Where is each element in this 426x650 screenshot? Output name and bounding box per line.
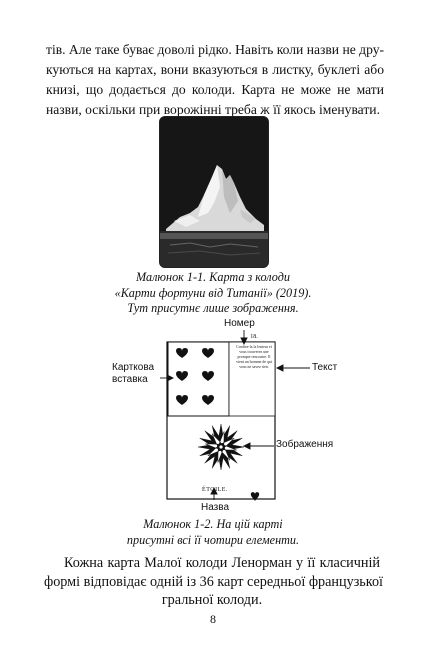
heart-icon [202, 395, 214, 405]
heart-pips [250, 492, 260, 502]
page-number: 8 [210, 612, 216, 626]
caption-line: присутні всі її чотири елементи. [126, 532, 300, 547]
label-image: Зображення [276, 439, 334, 450]
star-icon [197, 423, 245, 471]
caption-line: Тут присутнє лише зображення. [127, 301, 299, 315]
paragraph-line: формі відповідає одній із 36 карт середн… [44, 573, 383, 590]
caption-line: Малюнок 1-2. На цій карті [143, 517, 283, 531]
card-image-mountain [159, 116, 269, 268]
card-name: ÉTOILE. [202, 487, 228, 493]
card-text-box [228, 341, 276, 417]
paragraph-line: книзі, що додається до колоди. Карта не … [46, 82, 384, 97]
heart-icon [176, 371, 188, 381]
label-name: Назва [201, 502, 230, 513]
bottom-paragraph: Кожна карта Малої колоди Ленорман у її к… [44, 554, 383, 610]
figure-1-caption: Малюнок 1-1. Карта з колоди «Карти форту… [40, 270, 386, 317]
heart-icon [250, 492, 260, 502]
heart-icon [176, 395, 188, 405]
paragraph-line: куються на картах, вони вказуються в лис… [46, 62, 384, 77]
paragraph-line: гральної колоди. [161, 592, 263, 608]
label-inset: Карткова вставка [112, 362, 168, 386]
card-text: Confiez-la la lenteur et vous trouverez … [236, 345, 272, 369]
pointer-arrows [160, 330, 310, 500]
label-number: Номер [224, 318, 255, 329]
label-inset-line: Карткова [112, 362, 155, 373]
caption-line: «Карти фортуни від Титанії» (2019). [114, 285, 312, 300]
label-text: Текст [312, 362, 338, 373]
heart-icon [202, 371, 214, 381]
paragraph-line: Кожна карта Малої колоди Ленорман у її к… [64, 555, 380, 571]
paragraph-line: назви, оскільки при ворожінні треба ж її… [46, 102, 380, 117]
mountain-illustration [160, 117, 268, 267]
heart-icon [202, 348, 214, 358]
label-inset-line: вставка [112, 374, 148, 385]
top-paragraph: тів. Але таке буває доволі рідко. Навіть… [46, 40, 384, 120]
caption-line: Малюнок 1-1. Карта з колоди [136, 270, 290, 284]
paragraph-line: тів. Але таке буває доволі рідко. Навіть… [46, 42, 385, 57]
heart-icon [176, 348, 188, 358]
card-number: 18. [250, 334, 258, 340]
figure-2-caption: Малюнок 1-2. На цій карті присутні всі ї… [40, 517, 386, 548]
